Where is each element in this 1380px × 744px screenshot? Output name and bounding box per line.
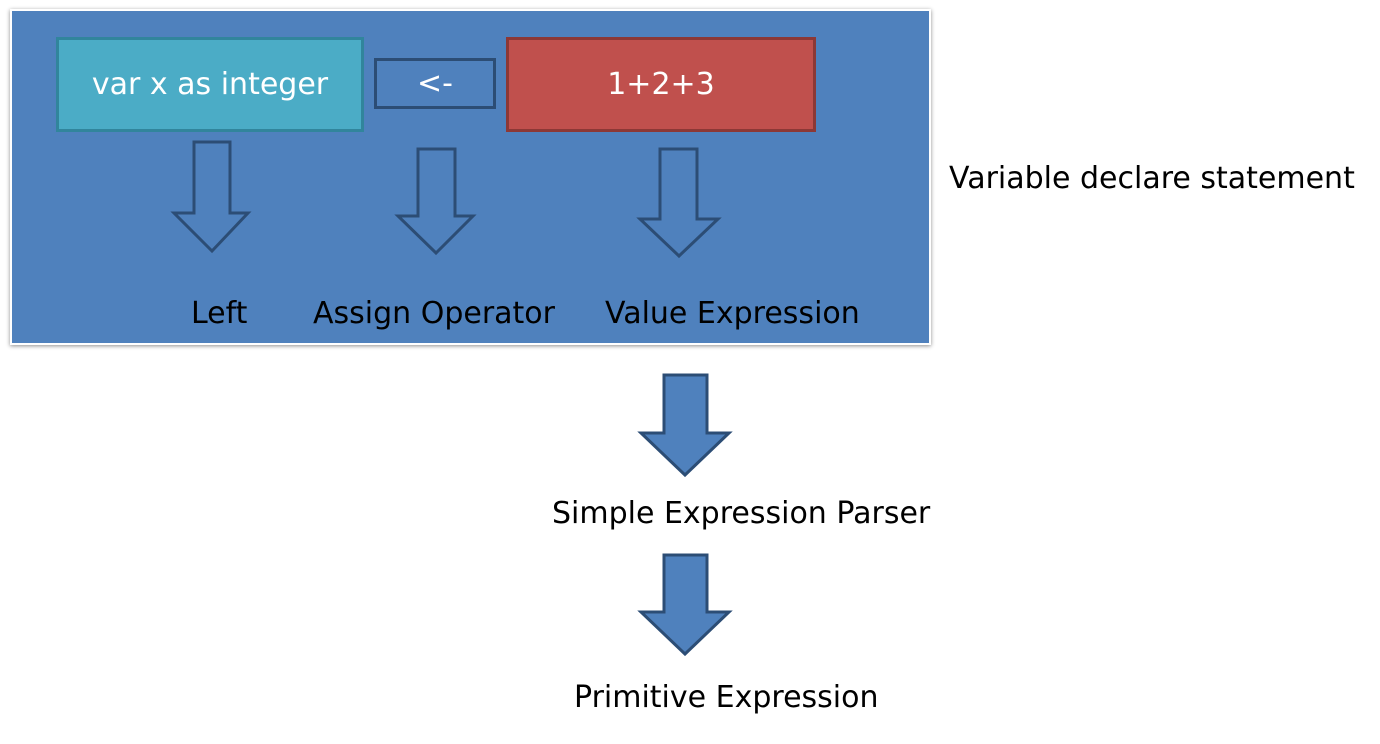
left-box: var x as integer — [56, 37, 364, 132]
assign-operator-label: Assign Operator — [313, 296, 555, 331]
primitive-expression-label: Primitive Expression — [574, 680, 879, 715]
left-label: Left — [191, 296, 248, 331]
assign-operator-box: <- — [374, 58, 496, 109]
value-expression-box: 1+2+3 — [506, 37, 816, 132]
value-expression-label: Value Expression — [605, 296, 860, 331]
simple-expression-parser-label: Simple Expression Parser — [552, 496, 931, 531]
down-arrow-flow-1 — [637, 373, 733, 478]
statement-title: Variable declare statement — [949, 161, 1355, 196]
down-arrow-flow-2 — [637, 553, 733, 657]
